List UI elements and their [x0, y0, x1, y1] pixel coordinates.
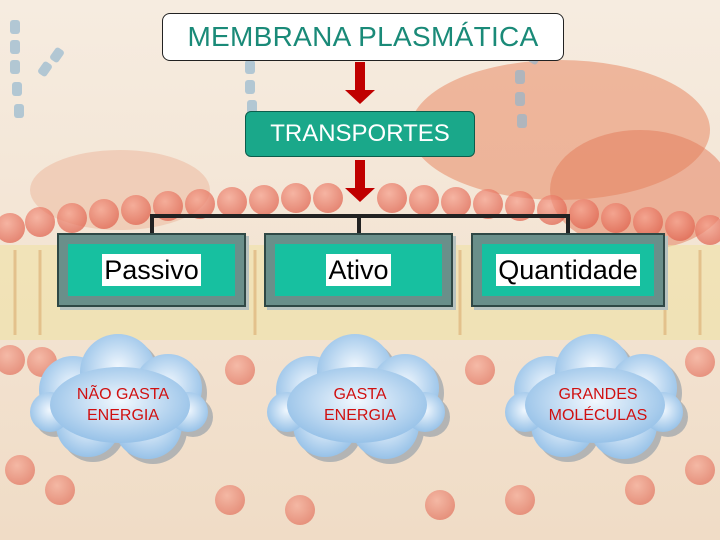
cloud-icon [505, 334, 688, 464]
category-label: Ativo [326, 254, 391, 286]
page-title: MEMBRANA PLASMÁTICA [187, 21, 539, 52]
transport-box: TRANSPORTES [245, 111, 475, 157]
category-box-passivo: Passivo [57, 233, 246, 307]
transport-label: TRANSPORTES [270, 120, 450, 147]
category-label: Passivo [102, 254, 201, 286]
note-line-1: NÃO GASTA [76, 386, 170, 403]
down-arrow-icon [345, 62, 375, 104]
note-cloud-passivo: NÃO GASTA ENERGIA [28, 330, 218, 470]
cloud-note-text: GASTA ENERGIA [265, 384, 455, 426]
down-arrow-icon [345, 160, 375, 202]
tree-connector [150, 214, 570, 240]
category-inner: Ativo [275, 244, 442, 296]
category-label: Quantidade [496, 254, 640, 286]
category-box-quantidade: Quantidade [471, 233, 665, 307]
title-box: MEMBRANA PLASMÁTICA [162, 13, 564, 61]
cloud-note-text: GRANDES MOLÉCULAS [503, 384, 693, 426]
cloud-icon [267, 334, 450, 464]
note-line-1: GRANDES [558, 386, 638, 403]
note-cloud-quantidade: GRANDES MOLÉCULAS [503, 330, 693, 470]
note-line-1: GASTA [333, 386, 387, 403]
note-line-2: ENERGIA [86, 407, 159, 424]
note-line-2: ENERGIA [323, 407, 396, 424]
cloud-note-text: NÃO GASTA ENERGIA [28, 384, 218, 426]
category-inner: Quantidade [482, 244, 654, 296]
category-box-ativo: Ativo [264, 233, 453, 307]
cloud-icon [30, 334, 213, 464]
note-line-2: MOLÉCULAS [548, 407, 648, 424]
category-inner: Passivo [68, 244, 235, 296]
note-cloud-ativo: GASTA ENERGIA [265, 330, 455, 470]
